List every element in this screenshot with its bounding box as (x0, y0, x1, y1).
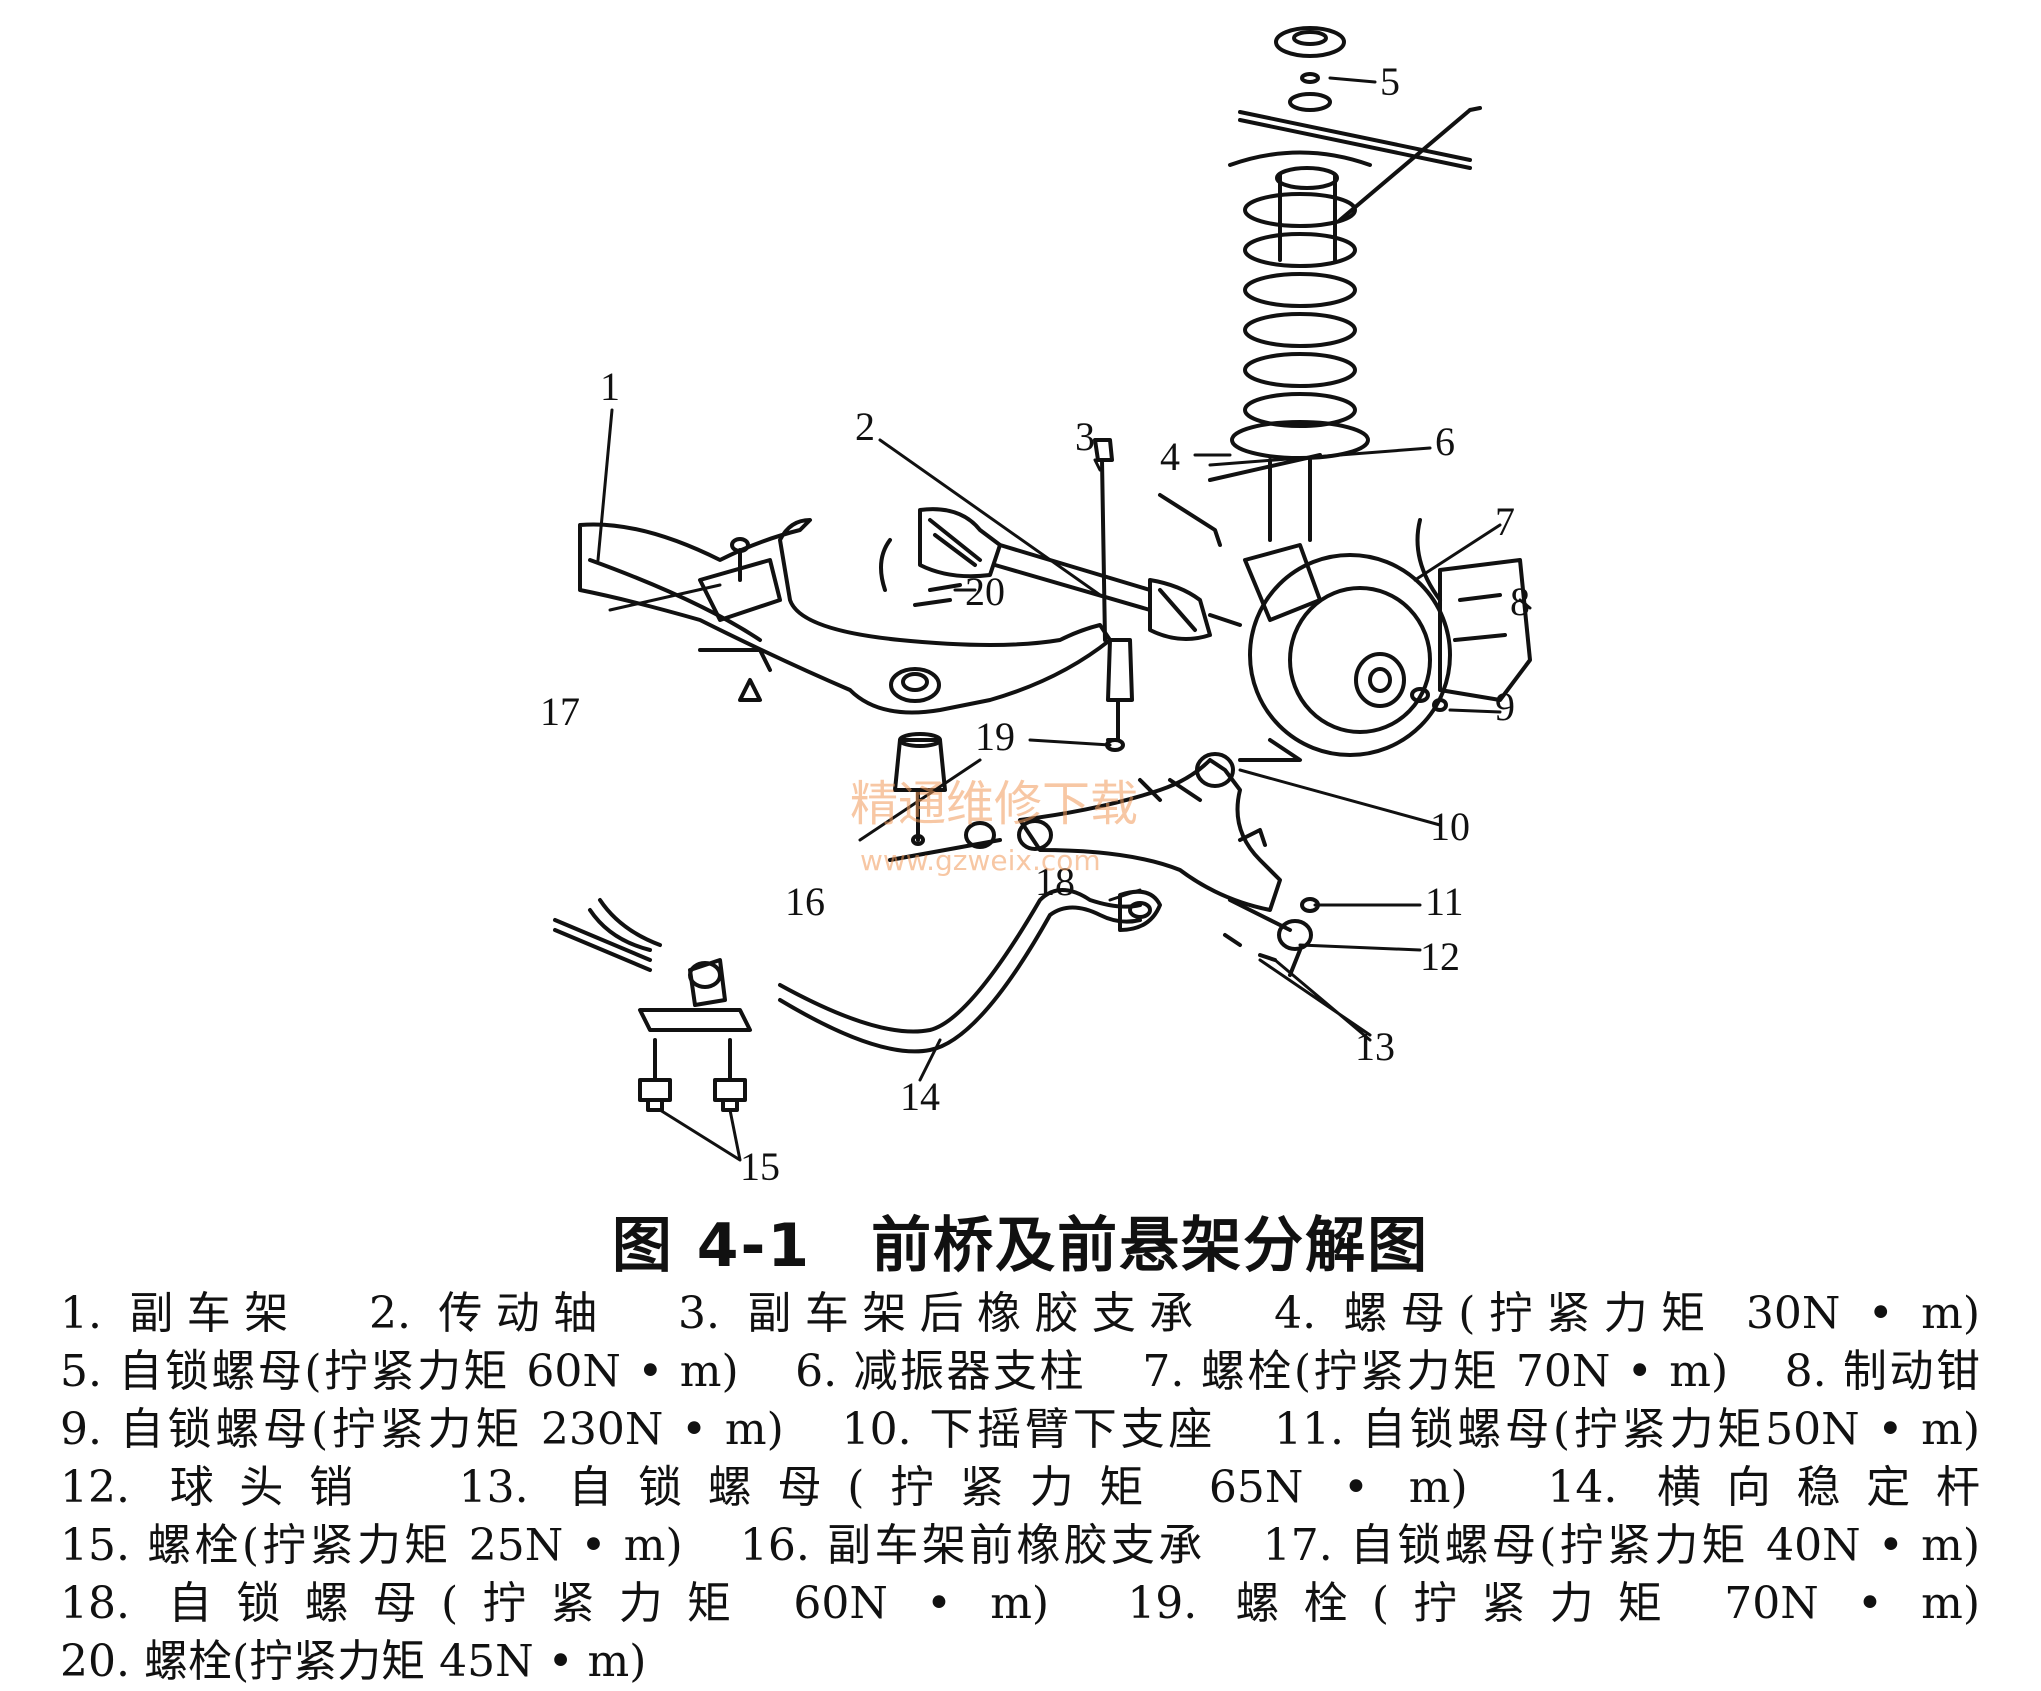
legend-item: 18. 自锁螺母(拧紧力矩 60N • m) (60, 1578, 1050, 1629)
callout-17: 17 (540, 689, 580, 734)
callout-labels: 1 2 3 4 5 6 7 8 9 10 11 12 13 14 15 16 1… (540, 59, 1530, 1189)
legend-item: 8. 制动钳 (1784, 1346, 1980, 1397)
figure-number: 图 4-1 (611, 1211, 812, 1281)
legend-item: 16. 副车架前橡胶支承 (739, 1520, 1206, 1571)
legend-item: 9. 自锁螺母(拧紧力矩 230N • m) (60, 1404, 784, 1455)
callout-3: 3 (1075, 414, 1095, 459)
figure-caption-title: 前桥及前悬架分解图 (871, 1211, 1430, 1281)
callout-6: 6 (1435, 419, 1455, 464)
legend-item: 2. 传动轴 (369, 1288, 611, 1339)
legend-item: 20. 螺栓(拧紧力矩 45N • m) (60, 1636, 647, 1687)
callout-12: 12 (1420, 934, 1460, 979)
callout-5: 5 (1380, 59, 1400, 104)
exploded-suspension-diagram: 1 2 3 4 5 6 7 8 9 10 11 12 13 14 15 16 1… (540, 26, 1532, 1189)
clamp-bolts (638, 1038, 747, 1112)
legend-item: 7. 螺栓(拧紧力矩 70N • m) (1142, 1346, 1729, 1397)
parts-legend: 1. 副车架 2. 传动轴 3. 副车架后橡胶支承 4. 螺母(拧紧力矩 30N… (60, 1285, 2020, 1691)
callout-9: 9 (1495, 684, 1515, 729)
legend-item: 19. 螺栓(拧紧力矩 70N • m) (1127, 1578, 1980, 1629)
callout-19: 19 (975, 714, 1015, 759)
legend-item: 13. 自锁螺母(拧紧力矩 65N • m) (458, 1462, 1468, 1513)
callout-14: 14 (900, 1074, 940, 1119)
callout-2: 2 (855, 404, 875, 449)
watermark-logo: 精通维修下载 (850, 776, 1138, 832)
callout-11: 11 (1425, 879, 1464, 924)
front-rubber-mount (893, 732, 947, 846)
legend-item: 1. 副车架 (60, 1288, 302, 1339)
callout-1: 1 (600, 364, 620, 409)
callout-4: 4 (1160, 434, 1180, 479)
strut-top-mount (1238, 26, 1482, 222)
brake-disc-knuckle (1238, 543, 1452, 762)
callout-18: 18 (1035, 859, 1075, 904)
callout-15: 15 (740, 1144, 780, 1189)
shock-absorber-strut (1158, 150, 1372, 547)
legend-item: 5. 自锁螺母(拧紧力矩 60N • m) (60, 1346, 739, 1397)
brake-caliper (1410, 518, 1532, 712)
legend-item: 4. 螺母(拧紧力矩 30N • m) (1274, 1288, 1981, 1339)
callout-13: 13 (1355, 1024, 1395, 1069)
callout-10: 10 (1430, 804, 1470, 849)
subframe (578, 518, 1112, 715)
callout-7: 7 (1495, 499, 1515, 544)
watermark-url: www.gzweix.com (860, 844, 1101, 877)
callout-8: 8 (1510, 579, 1530, 624)
stabilizer-bar (553, 888, 1162, 1054)
legend-item: 17. 自锁螺母(拧紧力矩 40N • m) (1262, 1520, 1980, 1571)
leader-lines (596, 76, 1532, 1162)
callout-20: 20 (965, 569, 1005, 614)
rear-rubber-mount (1093, 438, 1134, 752)
callout-16: 16 (785, 879, 825, 924)
legend-item: 6. 减振器支柱 (795, 1346, 1086, 1397)
lower-control-arm (888, 752, 1282, 912)
figure-title: 图 4-1 前桥及前悬架分解图 (0, 1210, 2041, 1282)
drive-shaft (879, 507, 1242, 641)
legend-item: 12. 球头销 (60, 1462, 379, 1513)
legend-item: 15. 螺栓(拧紧力矩 25N • m) (60, 1520, 683, 1571)
legend-item: 14. 横向稳定杆 (1547, 1462, 1980, 1513)
legend-item: 11. 自锁螺母(拧紧力矩50N • m) (1273, 1404, 1980, 1455)
legend-item: 10. 下摇臂下支座 (841, 1404, 1217, 1455)
legend-item: 3. 副车架后橡胶支承 (678, 1288, 1207, 1339)
